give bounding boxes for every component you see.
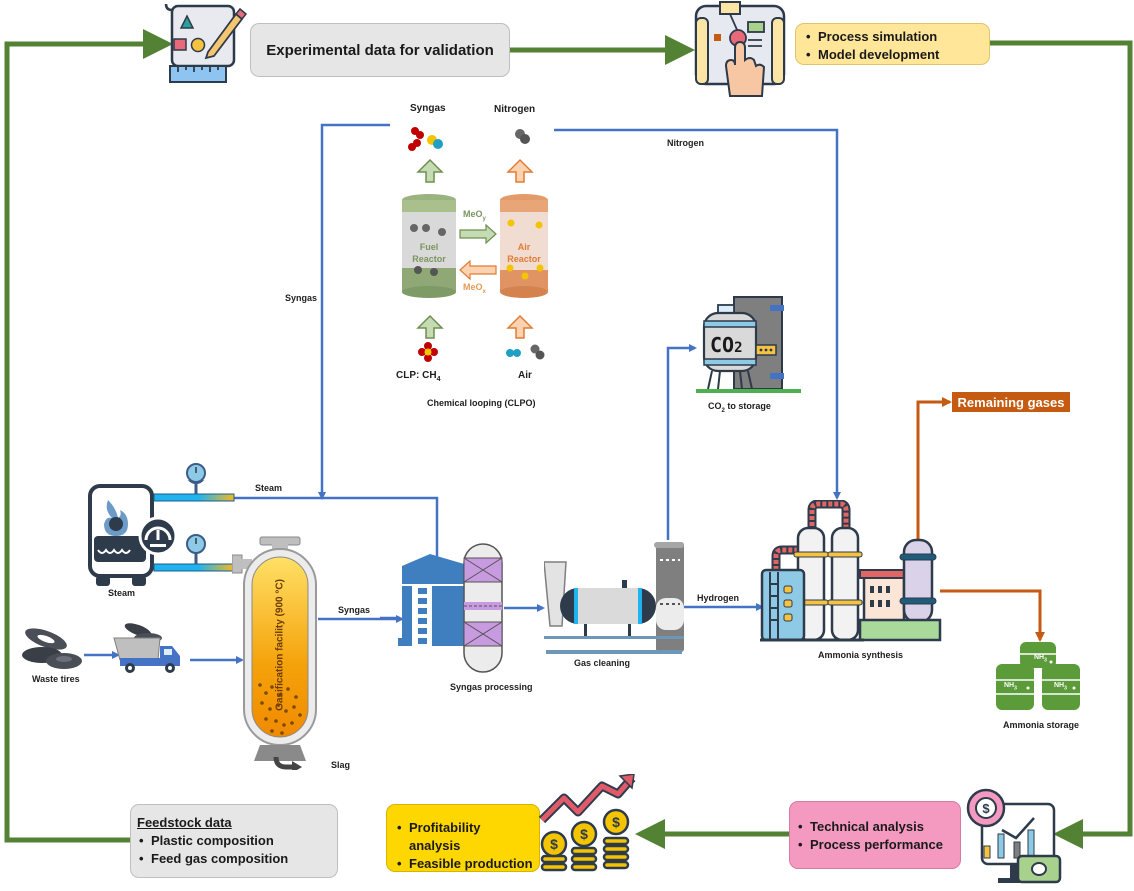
syngas-molecule-icon bbox=[408, 127, 443, 151]
feedstock-item: Plastic composition bbox=[137, 832, 331, 850]
remaining-gases-line bbox=[916, 397, 952, 540]
syngas-processing-label: Syngas processing bbox=[450, 682, 533, 692]
technical-item: Technical analysis bbox=[796, 818, 954, 836]
hydrogen-label: Hydrogen bbox=[697, 593, 740, 603]
co2-storage-label: CO2 to storage bbox=[708, 401, 771, 414]
technical-analysis-box: Technical analysis Process performance bbox=[789, 801, 961, 869]
blue-flows bbox=[84, 123, 841, 664]
meo-left-arrow-icon bbox=[459, 259, 497, 281]
simulation-item: Process simulation bbox=[804, 28, 981, 46]
svg-text:$: $ bbox=[550, 836, 558, 852]
ammonia-storage-label: Ammonia storage bbox=[1003, 720, 1080, 730]
profitability-item: Profitability analysis bbox=[395, 819, 533, 855]
steam-boiler-icon bbox=[86, 464, 246, 590]
waste-tires-icon bbox=[20, 625, 84, 673]
meo-right-arrow-icon bbox=[459, 223, 497, 245]
chemical-looping-title: Chemical looping (CLPO) bbox=[427, 398, 536, 408]
nitrogen-line-label: Nitrogen bbox=[667, 138, 704, 148]
ammonia-to-storage bbox=[940, 589, 1045, 642]
waste-tires-label: Waste tires bbox=[32, 674, 80, 684]
steam-line bbox=[234, 496, 441, 570]
cl-nitrogen-label: Nitrogen bbox=[494, 104, 536, 115]
chemical-looping-panel: Syngas Nitrogen Fuel Reactor bbox=[390, 100, 554, 390]
slag-arrow-icon bbox=[273, 756, 294, 770]
ammonia-synthesis-label: Ammonia synthesis bbox=[818, 650, 904, 660]
nh3-label-left: NH3 bbox=[1004, 682, 1017, 692]
gasifier-vessel-icon: Gasification facility (900 °C) bbox=[231, 535, 322, 773]
simulation-item: Model development bbox=[804, 46, 981, 64]
ch4-up-arrow-icon bbox=[416, 314, 444, 339]
ch4-molecule-icon bbox=[418, 342, 438, 362]
svg-text:$: $ bbox=[612, 814, 620, 830]
svg-text:$: $ bbox=[580, 826, 588, 842]
gas-cleaning-icon bbox=[543, 540, 684, 660]
air-reactor-label-2: Reactor bbox=[507, 254, 541, 264]
fuel-reactor-label-2: Reactor bbox=[412, 254, 446, 264]
co2-tank-label: CO2 bbox=[710, 333, 743, 357]
air-reactor-icon bbox=[500, 194, 548, 298]
cl-syngas-label: Syngas bbox=[410, 103, 446, 114]
meo-x-label: MeOx bbox=[463, 282, 486, 295]
fuel-up-arrow-icon bbox=[416, 158, 444, 183]
air-input-label: Air bbox=[518, 370, 532, 381]
pressure-gauge-icon bbox=[186, 534, 206, 564]
simulation-box: Process simulation Model development bbox=[795, 23, 990, 65]
loop-left-to-experimental bbox=[4, 29, 173, 843]
experimental-data-box: Experimental data for validation bbox=[250, 23, 510, 77]
technical-analysis-icon: $ bbox=[962, 786, 1062, 886]
syngas-out-label: Syngas bbox=[338, 605, 371, 615]
loop-simulation-to-analysis bbox=[990, 40, 1133, 849]
profitability-box: Profitability analysis Feasible producti… bbox=[386, 804, 540, 873]
fuel-reactor-icon bbox=[402, 194, 456, 298]
slag-label: Slag bbox=[331, 760, 351, 770]
feedstock-title: Feedstock data bbox=[137, 815, 232, 830]
profitability-item: Feasible production bbox=[395, 855, 533, 873]
air-molecule-icon bbox=[506, 344, 545, 360]
ammonia-storage-icon: NH3 NH3 NH3 bbox=[994, 640, 1084, 715]
fuel-reactor-label-1: Fuel bbox=[420, 242, 439, 252]
feedstock-data-box: Feedstock data Plastic composition Feed … bbox=[130, 804, 338, 878]
green-loop bbox=[4, 29, 1133, 849]
syngas-return-label: Syngas bbox=[285, 293, 318, 303]
syngas-processing-icon bbox=[398, 542, 508, 674]
nh3-label-top: NH3 bbox=[1034, 654, 1047, 664]
gasifier-label: Gasification facility (900 °C) bbox=[274, 579, 286, 711]
cleaning-to-co2 bbox=[666, 344, 697, 540]
technical-item: Process performance bbox=[796, 836, 954, 854]
air-reactor-label-1: Air bbox=[518, 242, 531, 252]
co2-storage-icon: CO2 bbox=[696, 295, 801, 395]
steam-line-label: Steam bbox=[255, 483, 283, 493]
pressure-gauge-icon bbox=[186, 464, 206, 494]
feedstock-item: Feed gas composition bbox=[137, 850, 331, 868]
clp-ch4-label: CLP: CH4 bbox=[396, 370, 441, 383]
air-input-up-arrow-icon bbox=[506, 314, 534, 339]
truck-icon bbox=[108, 620, 186, 676]
design-blueprint-icon bbox=[160, 0, 255, 88]
syngas-return-line bbox=[318, 123, 398, 500]
nitrogen-line bbox=[550, 128, 841, 500]
remaining-gases-label: Remaining gases bbox=[957, 394, 1065, 410]
simulation-touch-icon bbox=[690, 0, 790, 98]
gas-cleaning-label: Gas cleaning bbox=[574, 658, 631, 668]
experimental-data-label: Experimental data for validation bbox=[266, 41, 494, 59]
remaining-gases-badge: Remaining gases bbox=[952, 392, 1070, 412]
air-up-arrow-icon bbox=[506, 158, 534, 183]
nh3-label-right: NH3 bbox=[1054, 682, 1067, 692]
orange-flows bbox=[916, 397, 1045, 642]
profit-growth-icon: $ $ $ bbox=[538, 773, 638, 878]
svg-text:$: $ bbox=[982, 801, 990, 816]
nitrogen-molecule-icon bbox=[515, 129, 530, 144]
steam-generator-label: Steam bbox=[108, 588, 136, 598]
ammonia-synthesis-icon bbox=[760, 499, 945, 642]
meo-y-label: MeOy bbox=[463, 209, 486, 222]
